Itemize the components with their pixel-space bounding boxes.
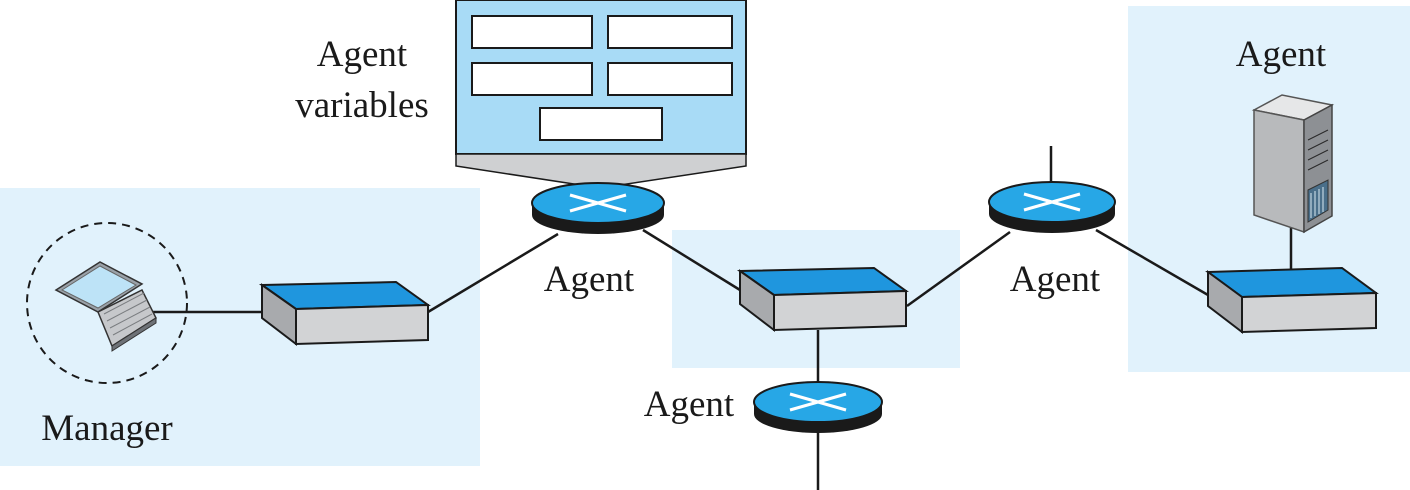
switch-icon [1205, 266, 1379, 335]
switch-icon [258, 280, 431, 347]
link-router-switch-right [1095, 228, 1209, 297]
laptop-icon [26, 222, 188, 384]
manager-boundary-circle [26, 222, 188, 384]
variable-field [607, 62, 733, 96]
laptop-base-edge [111, 317, 157, 352]
manager-label: Manager [41, 408, 173, 449]
variable-field [539, 107, 663, 141]
variable-field [471, 62, 593, 96]
router-icon [531, 182, 665, 234]
panel-callout-pointer [455, 153, 747, 189]
link-switch-router [427, 232, 559, 314]
network-links [153, 146, 1293, 490]
variable-field [471, 15, 593, 49]
agent-server-label: Agent [1236, 34, 1327, 75]
laptop-screen [60, 265, 138, 309]
link-router-switch [642, 228, 741, 292]
agent-variables-panel [455, 0, 747, 189]
agent-router-top-label: Agent [544, 259, 635, 300]
router-icon [753, 381, 883, 433]
server-drive-bays [1307, 129, 1329, 171]
agent-variables-label-line1: Agent [317, 34, 408, 75]
link-switch-router-right [906, 230, 1011, 308]
variable-field [607, 15, 733, 49]
laptop-keys [103, 292, 153, 336]
server-tower-icon [1251, 94, 1335, 234]
agent-router-bottom-label: Agent [644, 384, 735, 425]
switch-icon [736, 266, 909, 333]
agent-router-right-label: Agent [1010, 259, 1101, 300]
router-icon [988, 181, 1116, 233]
server-left-side [1253, 109, 1305, 234]
agent-variables-label-line2: variables [295, 85, 429, 126]
